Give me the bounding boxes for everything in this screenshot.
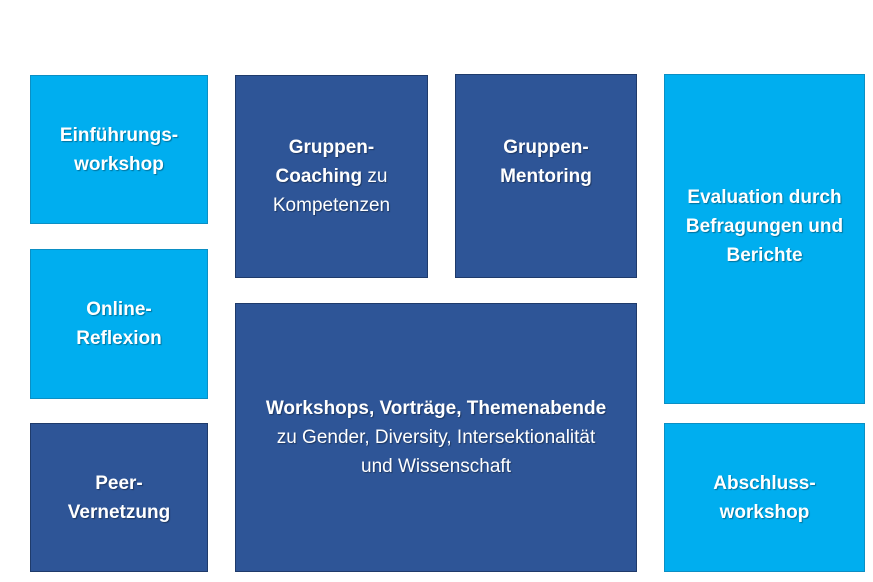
box-text: Abschluss- (713, 472, 816, 494)
box-text-bold: Coaching (275, 166, 363, 187)
box-online-reflexion: Online- Reflexion (30, 249, 208, 399)
box-text: Befragungen und (685, 215, 844, 237)
box-gruppen-coaching: Gruppen- Coaching zu Kompetenzen (235, 75, 428, 278)
box-text: zu Gender, Diversity, Intersektionalität (276, 427, 596, 448)
box-text: Kompetenzen (272, 195, 391, 216)
box-peer-vernetzung: Peer- Vernetzung (30, 423, 208, 572)
box-einfuehrungsworkshop: Einführungs- workshop (30, 75, 208, 224)
box-abschlussworkshop: Abschluss- workshop (664, 423, 865, 572)
box-text: Berichte (726, 244, 803, 266)
box-text: zu (362, 166, 388, 187)
box-text: Reflexion (76, 328, 162, 349)
box-gruppen-mentoring: Gruppen- Mentoring (455, 74, 637, 278)
box-title: Workshops, Vorträge, Themenabende (265, 398, 607, 419)
box-text: workshop (719, 501, 810, 523)
box-text: Peer- (95, 472, 143, 494)
box-text: Einführungs- (59, 124, 179, 146)
box-text: Evaluation durch (687, 186, 842, 208)
box-text: Mentoring (500, 166, 592, 187)
box-evaluation: Evaluation durch Befragungen und Bericht… (664, 74, 865, 404)
box-text: Online- (86, 299, 152, 320)
box-text: workshop (74, 153, 164, 175)
box-text: und Wissenschaft (361, 456, 511, 477)
box-text: Gruppen- (503, 137, 589, 158)
box-workshops: Workshops, Vorträge, Themenabende zu Gen… (235, 303, 637, 572)
box-text: Gruppen- (288, 137, 375, 158)
box-text: Vernetzung (67, 501, 171, 523)
